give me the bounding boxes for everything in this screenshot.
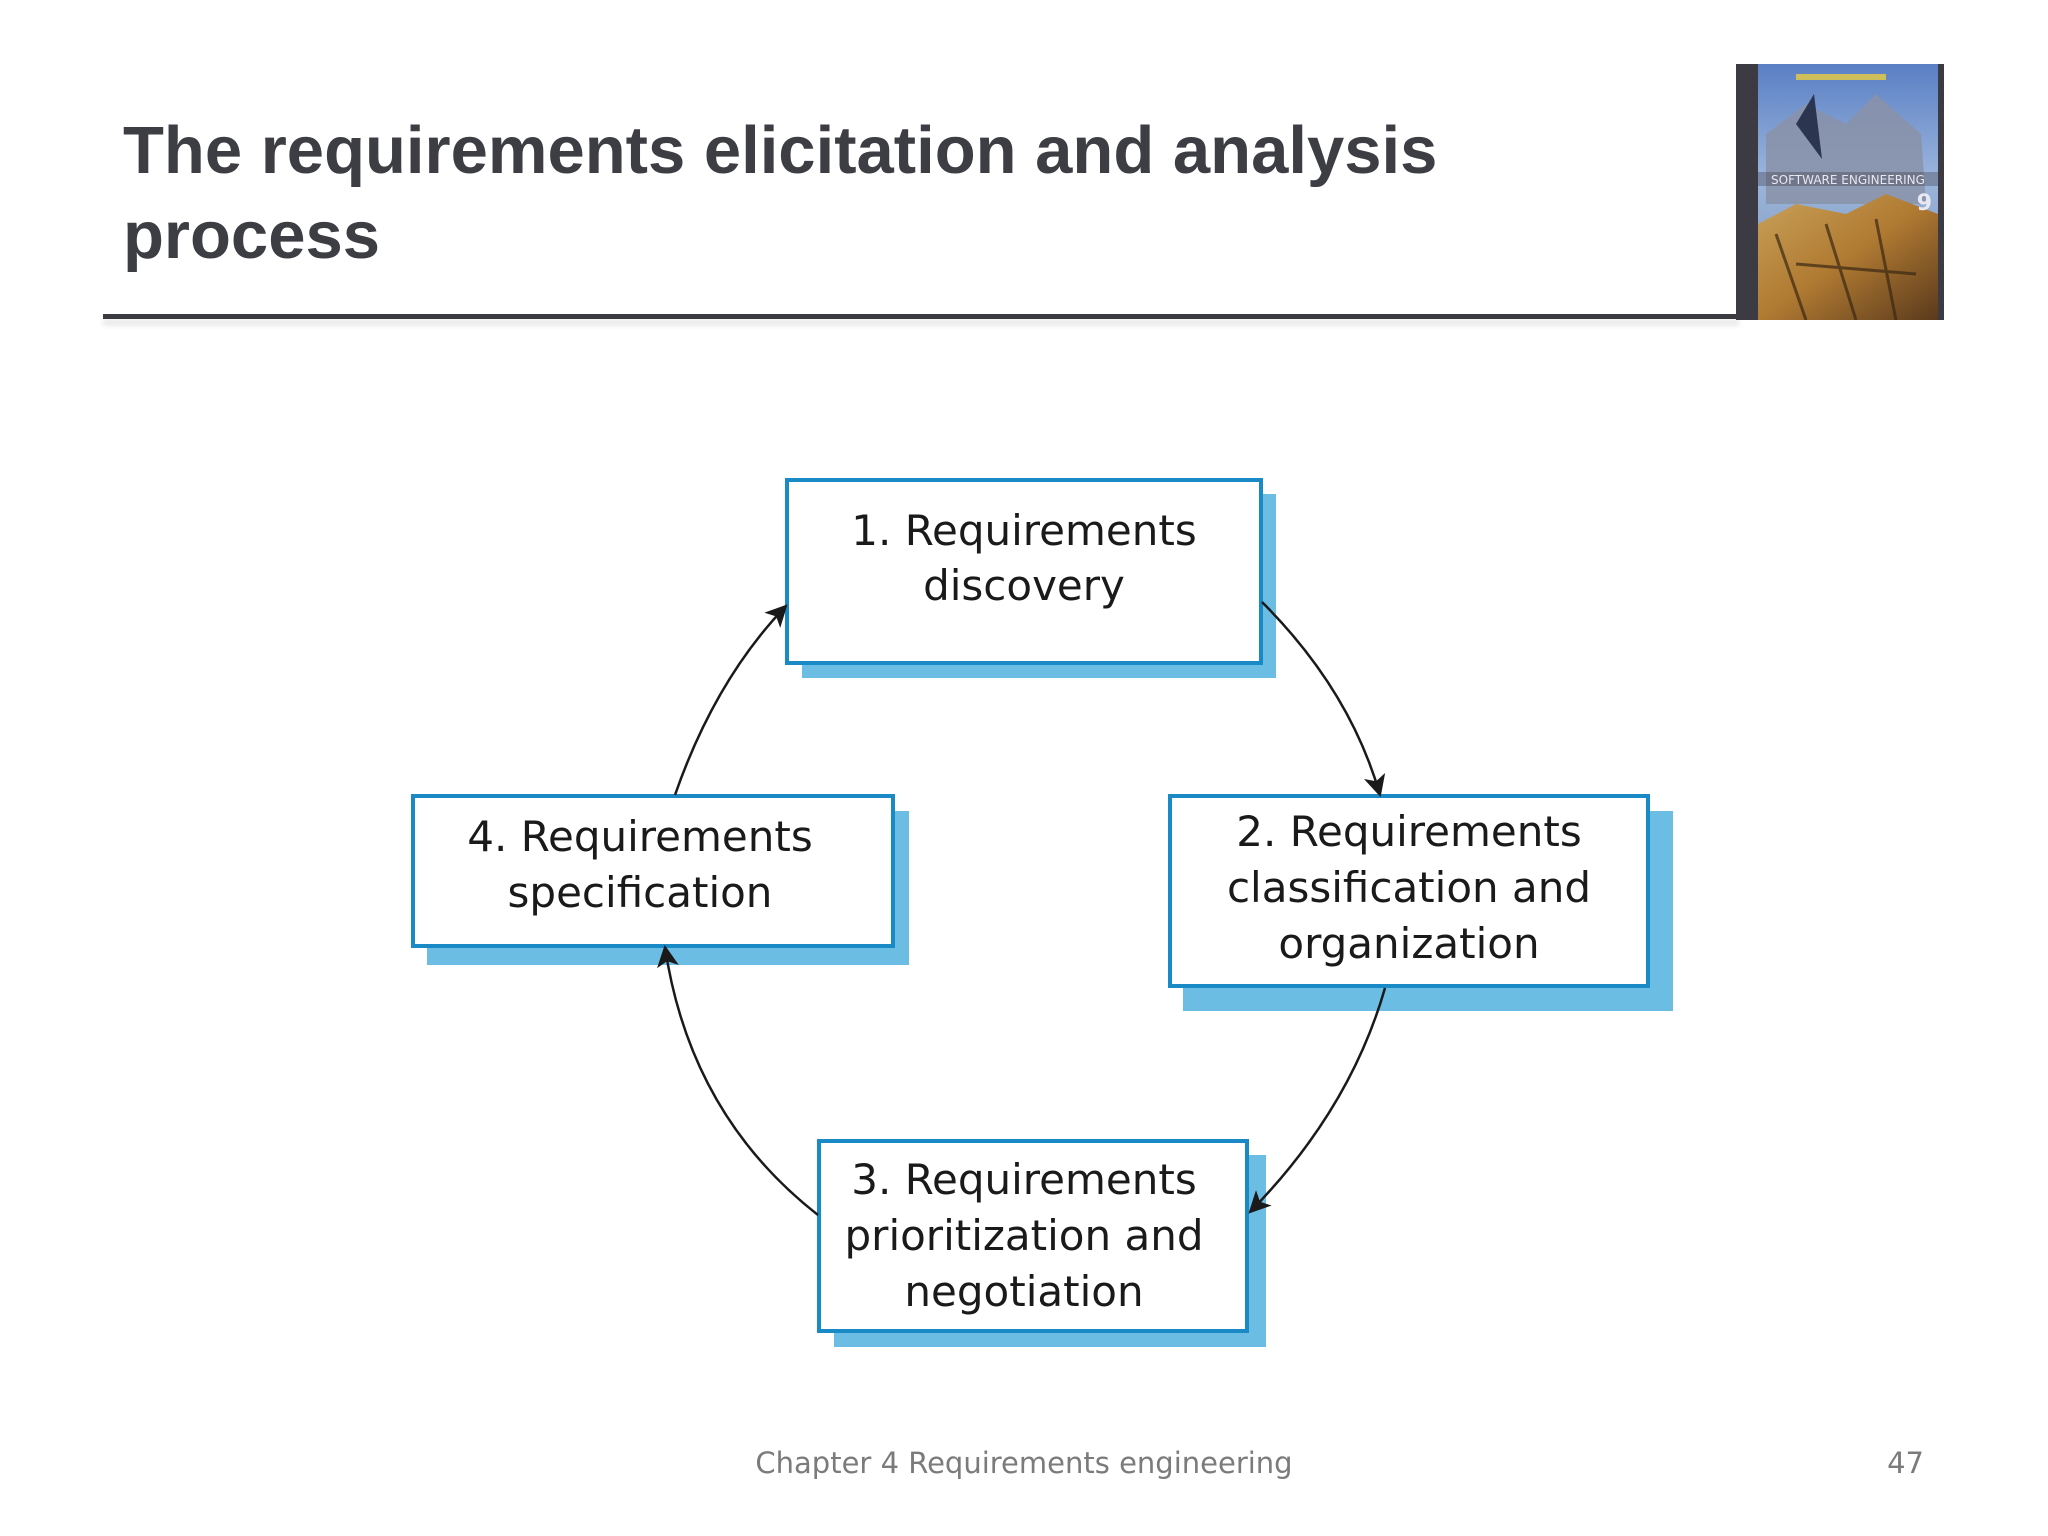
step-1-line-1: 1. Requirements <box>851 506 1196 555</box>
book-cover-caption: SOFTWARE ENGINEERING <box>1771 173 1925 187</box>
step-3-line-3: negotiation <box>904 1267 1143 1316</box>
slide-title-line-1: The requirements elicitation and analysi… <box>123 113 1438 188</box>
step-3-line-1: 3. Requirements <box>851 1155 1196 1204</box>
step-2-line-1: 2. Requirements <box>1236 807 1581 856</box>
step-4-line-1: 4. Requirements <box>467 812 812 861</box>
slide-title: The requirements elicitation and analysi… <box>123 108 1683 278</box>
step-box-discovery: 1. Requirements discovery <box>785 478 1276 678</box>
step-3-line-2: prioritization and <box>845 1211 1204 1260</box>
arrow-prioritization-to-specification <box>657 944 819 1216</box>
step-box-specification: 4. Requirements specification <box>411 794 909 965</box>
step-4-line-2: specification <box>508 868 773 917</box>
book-cover-image: SOFTWARE ENGINEERING 9 <box>1736 64 1944 320</box>
arrow-discovery-to-classification <box>1261 601 1386 798</box>
page-number: 47 <box>1887 1446 1924 1480</box>
step-box-prioritization: 3. Requirements prioritization and negot… <box>817 1139 1266 1347</box>
arrow-specification-to-discovery <box>673 604 788 796</box>
step-2-line-3: organization <box>1278 919 1539 968</box>
title-divider <box>103 314 1739 319</box>
step-2-line-2: classification and <box>1227 863 1591 912</box>
slide-footer: Chapter 4 Requirements engineering <box>755 1446 1293 1480</box>
book-cover-edition: 9 <box>1917 191 1932 216</box>
arrow-classification-to-prioritization <box>1248 987 1387 1214</box>
step-1-line-2: discovery <box>923 561 1125 610</box>
slide-title-line-2: process <box>123 198 380 273</box>
step-box-classification: 2. Requirements classification and organ… <box>1168 794 1673 1011</box>
